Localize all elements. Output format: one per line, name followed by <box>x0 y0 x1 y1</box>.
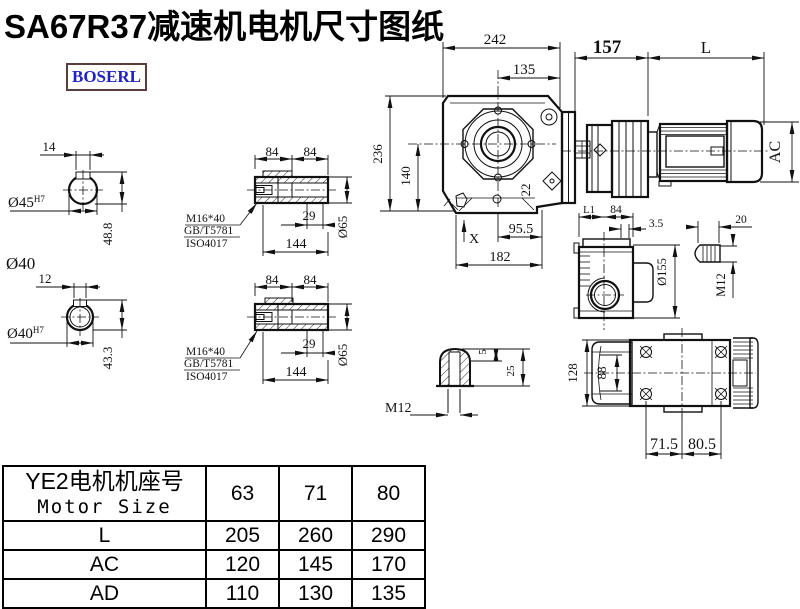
row-AC-label: AC <box>2 549 207 580</box>
dim-fv-x: X <box>469 232 479 247</box>
dim-fv-140: 140 <box>398 166 413 186</box>
dim-fv-ac: AC <box>767 141 784 163</box>
dim-sv-d155: Ø155 <box>655 258 669 286</box>
hollow-shaft-1: 84 84 29 144 Ø65 M16*40 GB/T5781 ISO4017 <box>184 144 352 256</box>
table-header-row: YE2电机机座号 Motor Size 63 71 80 <box>2 465 426 522</box>
dim-bore-dia-1: Ø45H7 <box>8 194 45 211</box>
dim-fv-L: L <box>701 38 711 57</box>
header-motor-size-cell: YE2电机机座号 Motor Size <box>2 465 207 522</box>
dim-hs1-84b: 84 <box>304 144 318 159</box>
dim-fv-135: 135 <box>513 62 536 78</box>
dim-hs2-144: 144 <box>286 365 307 380</box>
bore-section-2: 12 Ø40H7 43.3 <box>7 271 127 369</box>
dim-sv-20: 20 <box>735 214 747 226</box>
L-63: 205 <box>205 520 280 551</box>
dim-fv-955: 95.5 <box>509 222 534 237</box>
dim-br-25: 25 <box>505 365 517 377</box>
dim-sv-84: 84 <box>610 204 622 216</box>
gearbox-front-dims: 242 135 157 L 236 140 95.5 182 X <box>370 32 799 269</box>
row-L-label: L <box>2 520 207 551</box>
dim-sv-35: 3.5 <box>649 218 664 230</box>
AD-63: 110 <box>205 578 280 609</box>
dim-hs1-d65: Ø65 <box>335 216 350 238</box>
dim-keyway-width-1: 14 <box>43 139 57 154</box>
dim-hs2-d65: Ø65 <box>335 344 350 366</box>
hs2-iso-label: ISO4017 <box>186 371 228 383</box>
AC-71: 145 <box>278 549 353 580</box>
AC-80: 170 <box>351 549 426 580</box>
dim-hs2-84a: 84 <box>266 272 280 287</box>
hs1-std-label: GB/T5781 <box>184 225 233 237</box>
AC-63: 120 <box>205 549 280 580</box>
dim-fv-236: 236 <box>370 144 385 164</box>
motor-side-view <box>562 119 770 199</box>
table-row-AD: AD 110 130 135 <box>2 578 426 609</box>
dim-sv-l1: L1 <box>583 205 595 216</box>
dim-tv-805: 80.5 <box>688 436 716 453</box>
size-80: 80 <box>351 465 426 522</box>
dim-hs1-144: 144 <box>286 237 307 252</box>
brand-logo-text: BOSERL <box>72 67 141 86</box>
hs2-std-label: GB/T5781 <box>184 358 233 370</box>
breather-detail: M12 5 25 <box>385 347 530 418</box>
dim-hs2-29: 29 <box>303 336 316 351</box>
dim-hs1-29: 29 <box>303 208 316 223</box>
bore-section-1: 14 Ø45H7 48.8 Ø40 <box>6 139 127 273</box>
table-row-L: L 205 260 290 <box>2 520 426 551</box>
dim-keyway-depth-2: 43.3 <box>100 347 115 370</box>
gearbox-front-view: 22 <box>408 70 577 215</box>
AD-80: 135 <box>351 578 426 609</box>
header-en: Motor Size <box>37 495 172 518</box>
row-AD-label: AD <box>2 578 207 609</box>
gearbox-top-view: 128 88 71.5 80.5 <box>565 328 759 459</box>
table-row-AC: AC 120 145 170 <box>2 549 426 580</box>
dim-tv-715: 71.5 <box>650 436 678 453</box>
header-cn: YE2电机机座号 <box>25 467 184 494</box>
hs1-iso-label: ISO4017 <box>186 238 228 250</box>
L-80: 290 <box>351 520 426 551</box>
brand-logo: BOSERL <box>66 63 147 91</box>
hs1-bolt-label: M16*40 <box>186 213 225 225</box>
dim-hs2-84b: 84 <box>304 272 318 287</box>
page-title: SA67R37减速机电机尺寸图纸 <box>4 8 445 45</box>
dim-keyway-depth-1: 48.8 <box>100 223 115 246</box>
gearbox-side-view: L1 84 3.5 Ø155 20 <box>573 204 752 330</box>
dim-bore-dia-2: Ø40H7 <box>7 325 44 342</box>
dim-br-m12: M12 <box>385 401 411 416</box>
hollow-shaft-2: 84 84 29 144 Ø65 M16*40 GB/T5781 ISO4017 <box>184 272 352 384</box>
dim-sv-m12: M12 <box>714 273 728 297</box>
dim-fv-22: 22 <box>518 184 533 197</box>
motor-size-table: YE2电机机座号 Motor Size 63 71 80 L 205 260 2… <box>2 465 426 609</box>
dim-keyway-width-2: 12 <box>39 271 52 286</box>
AD-71: 130 <box>278 578 353 609</box>
dim-fv-157: 157 <box>593 37 622 58</box>
size-63: 63 <box>205 465 280 522</box>
shaft-dia-label: Ø40 <box>6 254 35 273</box>
dim-br-5: 5 <box>477 349 489 355</box>
dim-fv-182: 182 <box>490 250 511 265</box>
dim-fv-242: 242 <box>484 32 507 48</box>
dim-tv-128: 128 <box>565 363 580 383</box>
dim-tv-88: 88 <box>594 367 609 380</box>
hs2-bolt-label: M16*40 <box>186 346 225 358</box>
L-71: 260 <box>278 520 353 551</box>
dim-hs1-84a: 84 <box>266 144 280 159</box>
size-71: 71 <box>278 465 353 522</box>
